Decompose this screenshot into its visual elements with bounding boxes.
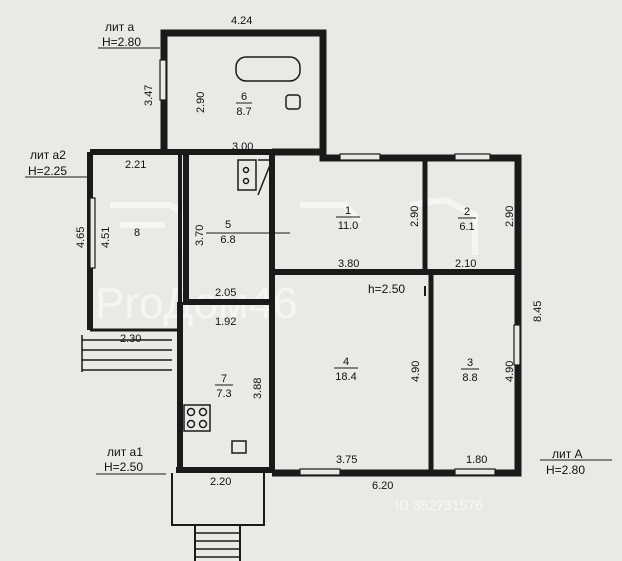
room-3: 3 8.8 xyxy=(461,357,479,384)
room-1-number: 1 xyxy=(345,205,351,217)
room-7: 7 7.3 xyxy=(215,373,233,400)
dim-room1-bottom: 3.80 xyxy=(338,258,359,270)
room-7-number: 7 xyxy=(221,373,227,385)
dim-room7-height: 3.88 xyxy=(252,378,264,399)
room-1-area: 11.0 xyxy=(338,220,359,232)
room-2-number: 2 xyxy=(464,206,470,218)
dim-room8-inner-height: 4.51 xyxy=(100,227,112,248)
room-4: 4 18.4 xyxy=(334,356,358,383)
dim-room1-height: 2.90 xyxy=(409,206,421,227)
window-room2 xyxy=(454,153,491,161)
room-5: 5 6.8 xyxy=(220,219,235,246)
dim-total-right-height: 8.45 xyxy=(532,301,544,322)
dim-room5-bottom: 2.05 xyxy=(215,287,236,299)
walls xyxy=(87,29,522,561)
room-2-area: 6.1 xyxy=(459,221,474,233)
lit-a2-title: лит а2 xyxy=(30,148,66,162)
window-room6 xyxy=(159,59,167,101)
radiator-icon xyxy=(231,440,247,454)
room-5-number: 5 xyxy=(225,219,231,231)
dim-room2-bottom: 2.10 xyxy=(455,258,476,270)
watermark-id: ID 352731576 xyxy=(395,497,483,513)
dim-room8-top: 2.21 xyxy=(125,159,146,171)
dim-room3-height: 4.90 xyxy=(504,361,516,382)
dim-room2-height: 2.90 xyxy=(504,206,516,227)
dim-room4-height: 4.90 xyxy=(410,361,422,382)
dim-top-width: 4.24 xyxy=(231,15,252,27)
lit-a-title: лит а xyxy=(105,20,135,34)
dim-room6-inner-height: 2.90 xyxy=(195,92,207,113)
inner-height-label: h=2.50 xyxy=(368,282,405,296)
room-1: 1 11.0 xyxy=(336,205,360,232)
chimney-icon xyxy=(257,159,274,196)
wall-lit-a2 xyxy=(90,149,272,305)
window-room8 xyxy=(89,197,96,269)
dim-lines xyxy=(25,47,612,475)
room-6-number: 6 xyxy=(241,91,247,103)
stairs xyxy=(81,335,240,558)
dim-room6-bottom: 3.00 xyxy=(232,141,253,153)
room-6: 6 8.7 xyxy=(236,91,252,118)
room-3-number: 3 xyxy=(467,357,473,369)
room-7-area: 7.3 xyxy=(216,388,231,400)
porch-outline xyxy=(171,473,265,526)
lit-a2-height: H=2.25 xyxy=(28,164,67,178)
room-5-area: 6.8 xyxy=(220,234,235,246)
lit-A-height: H=2.80 xyxy=(546,463,585,477)
window-room1 xyxy=(339,153,381,161)
lit-a1-title: лит а1 xyxy=(107,445,143,459)
dim-room8-outer-height: 4.65 xyxy=(75,227,87,248)
dim-room4-bottom: 3.75 xyxy=(336,454,357,466)
window-room3 xyxy=(454,468,496,476)
room-4-area: 18.4 xyxy=(335,371,356,383)
room-4-number: 4 xyxy=(343,356,349,368)
lit-A-title: лит А xyxy=(552,447,583,461)
doors xyxy=(206,232,426,296)
room-6-area: 8.7 xyxy=(236,106,251,118)
sink-icon xyxy=(285,94,301,110)
dim-total-bottom: 6.20 xyxy=(372,480,393,492)
windows xyxy=(89,59,521,476)
window-right xyxy=(513,324,521,366)
dim-left-a-height: 3.47 xyxy=(143,85,155,106)
stove-block-icon xyxy=(237,159,257,191)
room-8: 8 xyxy=(134,227,140,239)
stove-icon xyxy=(183,404,211,432)
bathtub-icon xyxy=(235,56,301,82)
lit-a-height: H=2.80 xyxy=(102,35,141,49)
lit-a1-height: H=2.50 xyxy=(104,460,143,474)
window-room4 xyxy=(299,468,341,476)
dim-room7-bottom: 2.20 xyxy=(210,476,231,488)
room-3-area: 8.8 xyxy=(462,372,477,384)
dim-room7-top: 1.92 xyxy=(215,316,236,328)
dim-room3-bottom: 1.80 xyxy=(466,454,487,466)
dim-room8-bottom: 2.30 xyxy=(120,333,141,345)
room-8-number: 8 xyxy=(134,227,140,239)
room-2: 2 6.1 xyxy=(458,206,476,233)
fixtures xyxy=(183,56,301,454)
dim-room5-height: 3.70 xyxy=(194,225,206,246)
